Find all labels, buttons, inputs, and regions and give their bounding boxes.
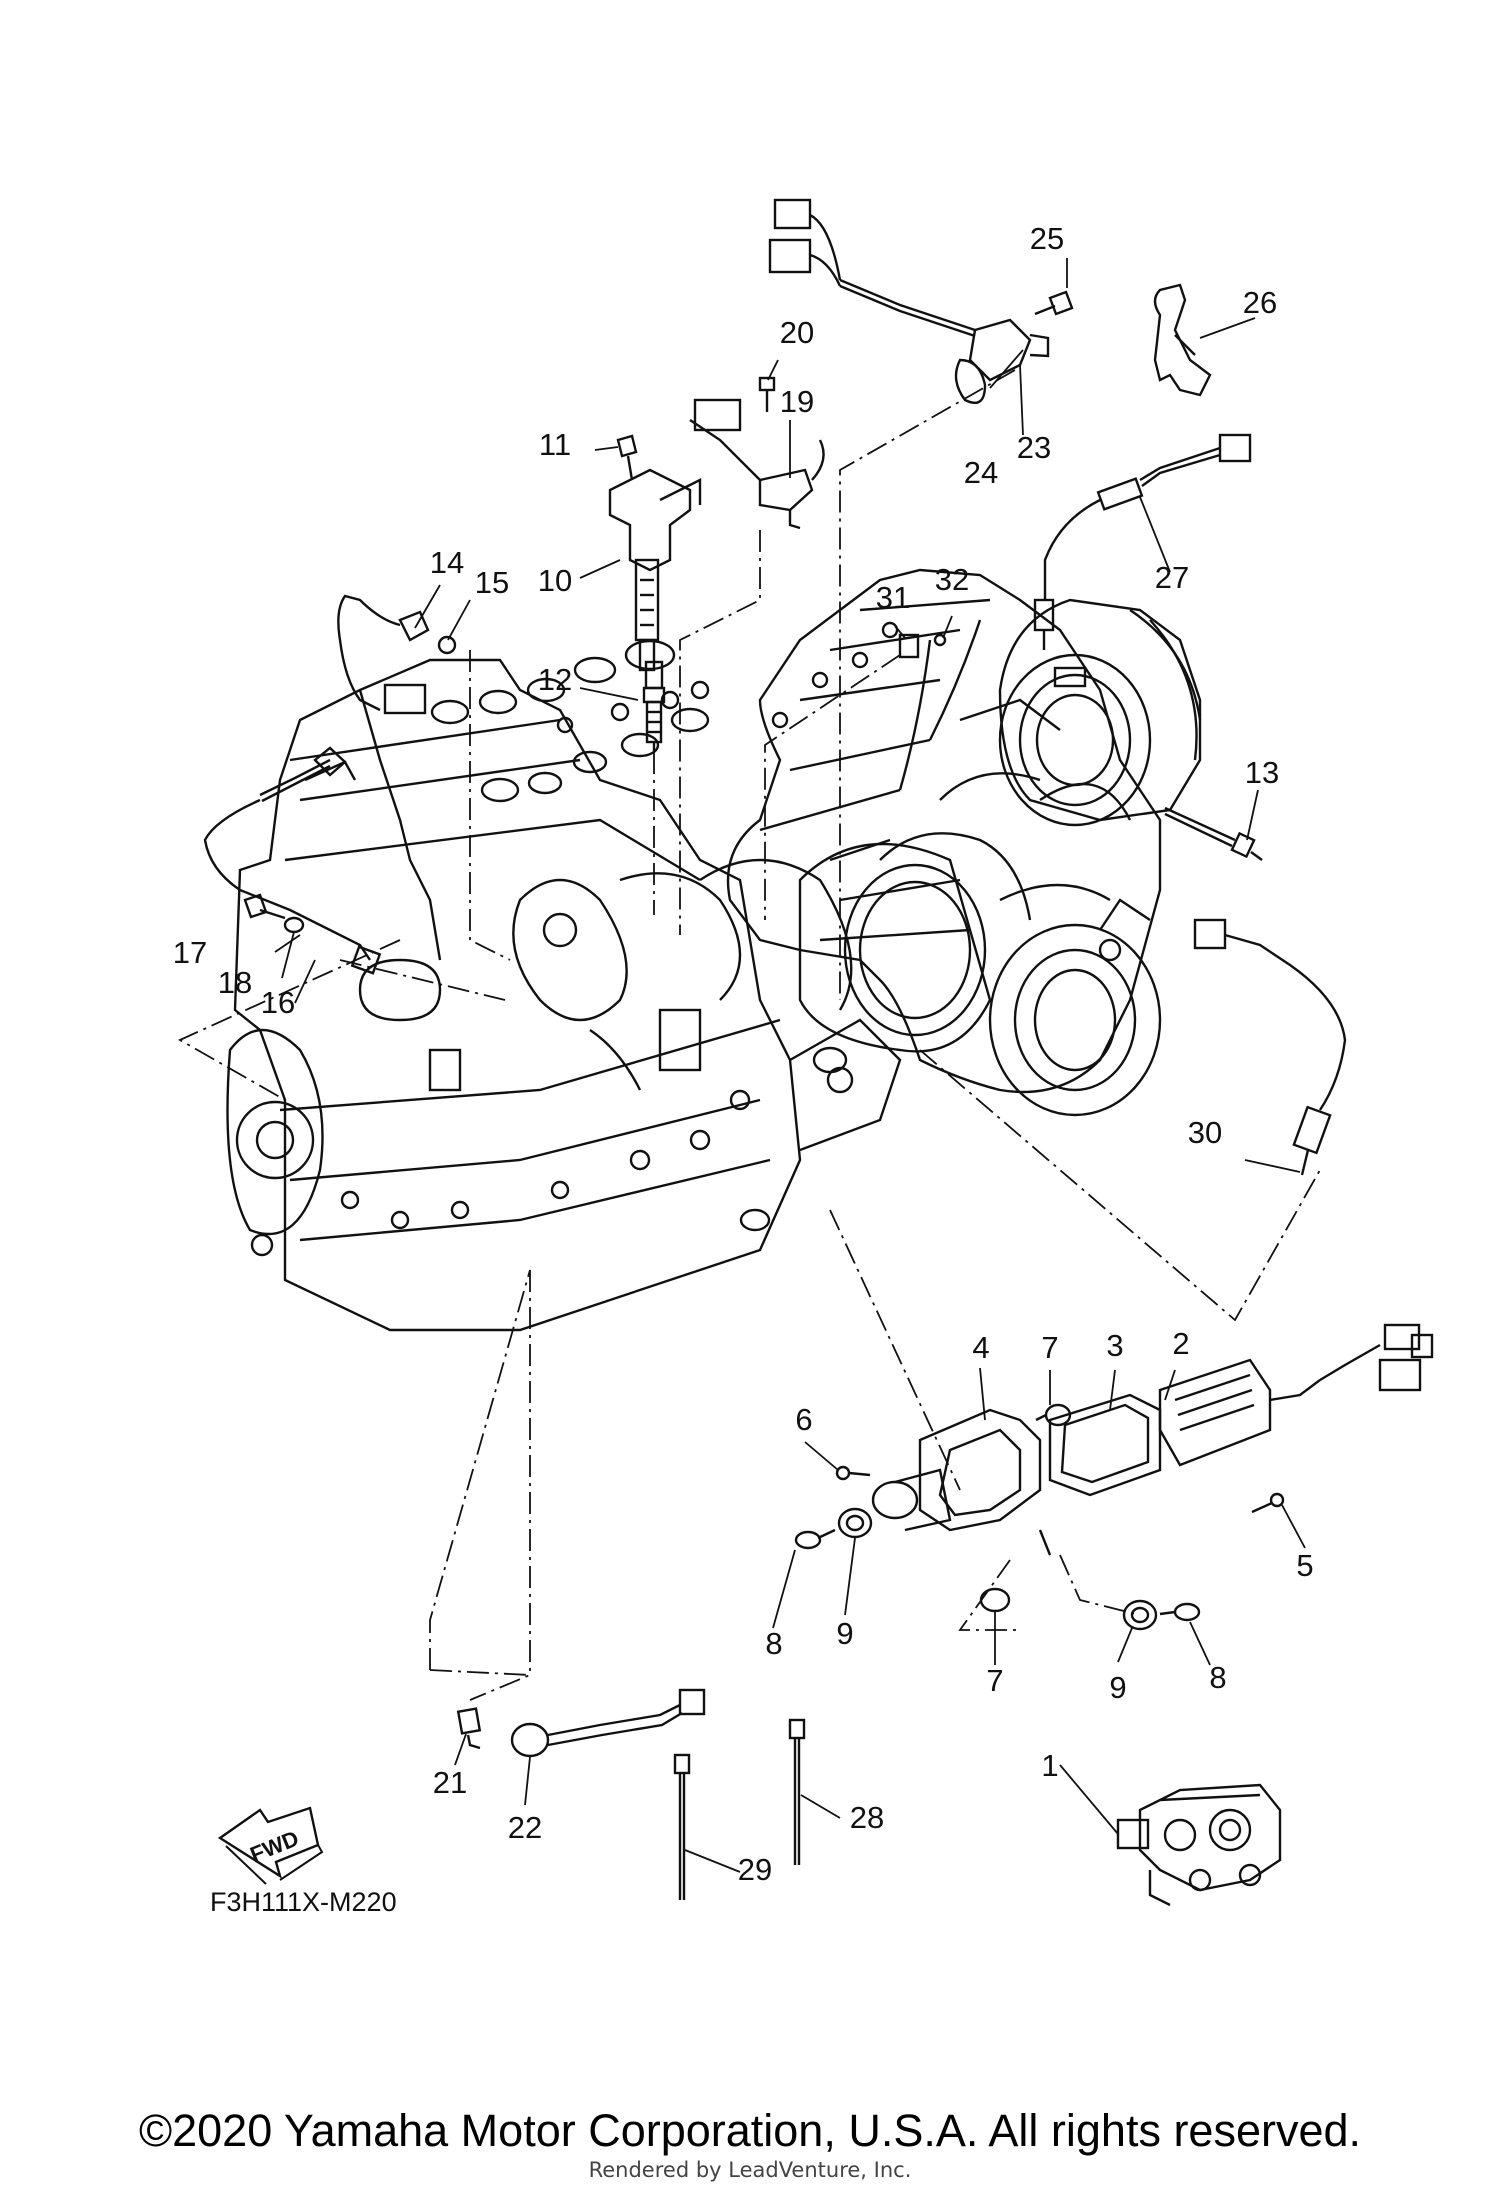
callout-6: 6 (795, 1402, 812, 1437)
callout-31: 31 (876, 580, 910, 615)
part-12-spark-plug (642, 660, 666, 752)
callout-17: 17 (173, 935, 207, 970)
part-21-sensor (456, 1707, 482, 1750)
exhaust-cylinder-front (739, 838, 992, 1232)
callout-7-upper: 7 (1041, 1330, 1058, 1365)
part-14-sensor (337, 594, 430, 715)
rendered-by-notice: Rendered by LeadVenture, Inc. (588, 2158, 912, 2182)
part-29-cable-tie (673, 1753, 691, 1900)
callout-leaders (274, 258, 1306, 1873)
part-2-actuator (1158, 1323, 1434, 1467)
callout-26: 26 (1243, 285, 1277, 320)
callout-32: 32 (935, 562, 969, 597)
callout-14: 14 (430, 545, 464, 580)
part-22-knock-sensor (510, 1688, 706, 1758)
callout-5: 5 (1296, 1548, 1313, 1583)
callout-22: 22 (508, 1810, 542, 1845)
part-4-throttle-body (871, 1408, 1052, 1556)
callout-30: 30 (1188, 1115, 1222, 1150)
part-5-screw (1251, 1492, 1285, 1514)
part-6-screw (835, 1465, 871, 1481)
callout-8-left: 8 (765, 1626, 782, 1661)
part-26-clamp (1153, 283, 1212, 397)
callout-21: 21 (433, 1765, 467, 1800)
part-17-bolt (243, 893, 286, 920)
callout-4: 4 (972, 1330, 989, 1365)
part-9-grommet-right (1122, 1599, 1158, 1631)
part-19-sensor (689, 398, 825, 530)
assembly-chain-lines (178, 369, 1321, 1701)
callout-numbers: 1 2 3 4 5 6 7 7 8 8 9 9 10 11 12 13 14 1… (173, 221, 1314, 1887)
part-15-o-ring (437, 635, 457, 655)
callout-11: 11 (539, 427, 571, 462)
callout-13: 13 (1245, 755, 1279, 790)
part-8-bolt-left (794, 1528, 836, 1550)
part-16-sensor (203, 746, 382, 975)
callout-25: 25 (1030, 221, 1064, 256)
callout-9-left: 9 (836, 1616, 853, 1651)
callout-20: 20 (780, 315, 814, 350)
callout-2: 2 (1172, 1326, 1189, 1361)
callout-12: 12 (538, 662, 572, 697)
callout-8-right: 8 (1209, 1660, 1226, 1695)
callout-19: 19 (780, 384, 814, 419)
part-30-sensor (1193, 918, 1347, 1176)
part-18-washer (283, 916, 305, 934)
part-11-bolt (616, 434, 638, 481)
callout-16: 16 (261, 985, 295, 1020)
part-20-screw (758, 376, 776, 412)
intake-cylinder-upper (998, 598, 1202, 827)
part-9-grommet-left (837, 1507, 873, 1539)
callout-29: 29 (738, 1852, 772, 1887)
callout-1: 1 (1041, 1748, 1058, 1783)
callout-28: 28 (850, 1800, 884, 1835)
part-25-bolt (1034, 290, 1074, 316)
part-8-bolt-right (1159, 1602, 1201, 1622)
part-24-o-ring (954, 358, 987, 405)
part-28-cable-tie (788, 1718, 806, 1865)
part-7-grommet-lower (979, 1587, 1011, 1613)
callout-10: 10 (538, 563, 572, 598)
callout-9-right: 9 (1109, 1670, 1126, 1705)
callout-7-lower: 7 (986, 1663, 1003, 1698)
callout-3: 3 (1106, 1328, 1123, 1363)
callout-23: 23 (1017, 430, 1051, 465)
callout-24: 24 (964, 455, 998, 490)
part-3-gasket (1048, 1393, 1162, 1497)
part-32-screw (933, 633, 947, 647)
part-27-sensor (1033, 433, 1252, 650)
fwd-arrow: FWD (217, 1806, 324, 1885)
supercharger-assembly (726, 568, 1162, 1117)
part-23-sensor-harness (768, 198, 1050, 382)
part-7-grommet-upper (1035, 1403, 1072, 1427)
part-10-ignition-coil (608, 468, 702, 672)
callout-18: 18 (218, 965, 252, 1000)
callout-27: 27 (1155, 560, 1189, 595)
part-1-throttle-body-assy (1116, 1783, 1282, 1907)
callout-15: 15 (475, 565, 509, 600)
part-31-clip (898, 633, 920, 659)
diagram-code: F3H111X-M220 (210, 1887, 397, 1917)
copyright-notice: ©2020 Yamaha Motor Corporation, U.S.A. A… (138, 2105, 1362, 2156)
